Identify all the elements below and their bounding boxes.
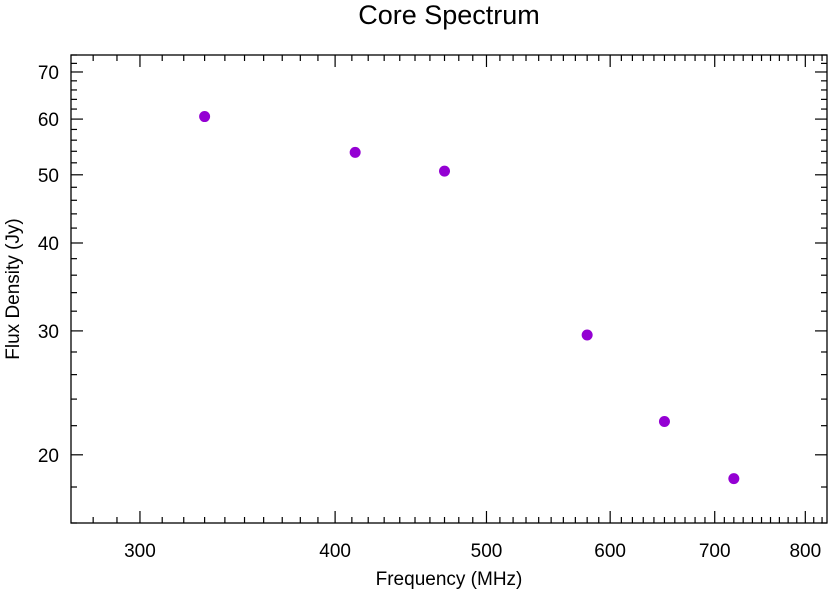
x-tick-label: 700 <box>699 541 731 562</box>
y-tick-label: 60 <box>38 110 59 131</box>
x-tick-label: 600 <box>594 541 626 562</box>
y-tick-label: 20 <box>38 446 59 467</box>
y-tick-label: 30 <box>38 322 59 343</box>
x-tick-label: 400 <box>319 541 351 562</box>
data-point <box>658 416 670 428</box>
data-point <box>439 165 451 177</box>
y-tick-label: 40 <box>38 234 59 255</box>
y-tick-label: 50 <box>38 166 59 187</box>
x-tick-labels: 300 400 500 600 700 800 <box>124 541 821 562</box>
data-point <box>728 473 740 485</box>
data-point <box>581 329 593 341</box>
axis-ticks <box>71 54 827 524</box>
plot-frame <box>70 54 828 524</box>
data-points <box>199 111 740 485</box>
y-tick-label: 70 <box>38 63 59 84</box>
x-tick-label: 800 <box>789 541 821 562</box>
x-axis-label: Frequency (MHz) <box>376 569 523 590</box>
y-tick-labels: 20 30 40 50 60 70 <box>38 63 59 467</box>
y-axis-label: Flux Density (Jy) <box>3 218 24 359</box>
x-tick-label: 300 <box>124 541 156 562</box>
x-tick-label: 500 <box>471 541 503 562</box>
chart-title: Core Spectrum <box>358 0 540 30</box>
data-point <box>199 111 211 123</box>
data-point <box>349 146 361 158</box>
